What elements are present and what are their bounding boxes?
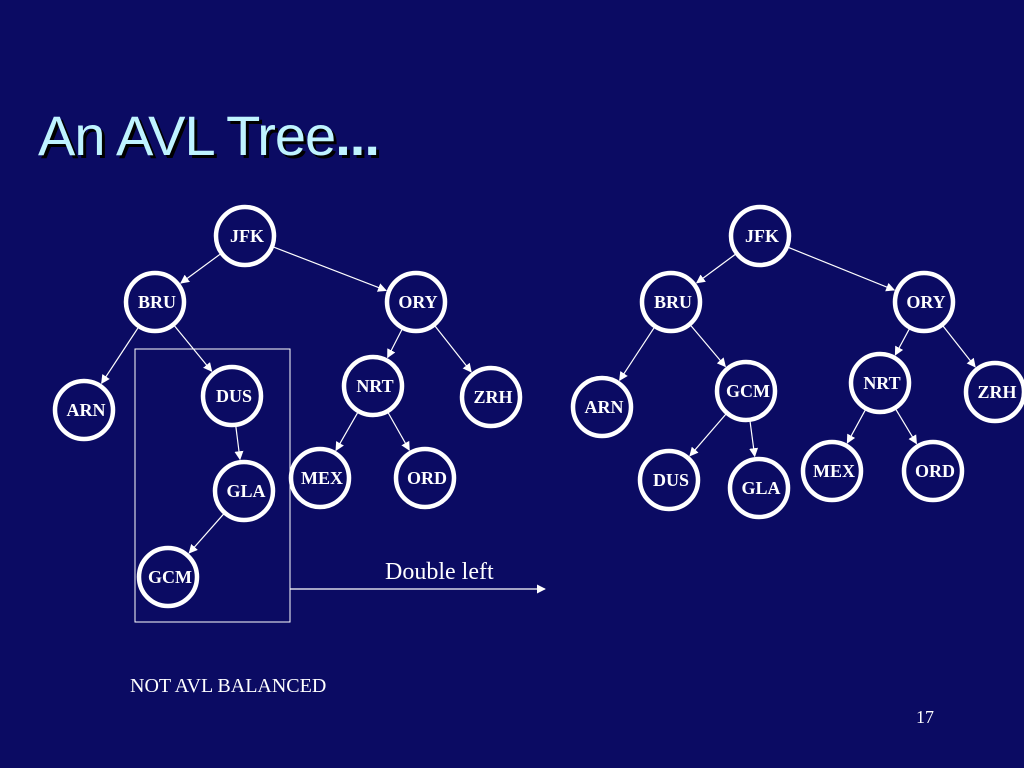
node-label: MEX	[813, 461, 855, 481]
edge-ory-nrt	[387, 329, 403, 359]
edge-gla-gcm	[188, 513, 224, 554]
balance-status-note: NOT AVL BALANCED	[130, 675, 327, 697]
tree-node-jfk: JFK	[213, 204, 277, 268]
node-circle	[714, 359, 778, 423]
node-label: GLA	[226, 481, 265, 501]
node-circle	[892, 270, 956, 334]
tree-node-arn: ARN	[52, 378, 116, 442]
node-label: GLA	[741, 478, 780, 498]
node-circle	[963, 360, 1024, 424]
edge-gcm-gla	[749, 421, 759, 458]
tree-node-ory: ORY	[892, 270, 956, 334]
node-label: ORD	[407, 468, 447, 488]
node-circle	[136, 545, 200, 609]
edge-nrt-mex	[846, 409, 866, 444]
node-circle	[393, 446, 457, 510]
edge-ory-zrh	[942, 325, 976, 368]
tree-node-gla: GLA	[212, 459, 276, 523]
edge-bru-arn	[101, 327, 139, 385]
node-label: JFK	[230, 226, 264, 246]
node-circle	[288, 446, 352, 510]
tree-node-ord: ORD	[393, 446, 457, 510]
node-label: ARN	[67, 400, 106, 420]
node-circle	[341, 354, 405, 418]
node-label: ZRH	[977, 382, 1016, 402]
tree-before-rotation: JFK BRU ORY ARN DUS NRT ZRH GLA MEX ORD GCM	[52, 204, 523, 609]
tree-node-nrt: NRT	[341, 354, 405, 418]
node-label: DUS	[653, 470, 689, 490]
node-label: BRU	[654, 292, 692, 312]
node-circle	[213, 204, 277, 268]
tree-node-mex: MEX	[800, 439, 864, 503]
node-label: JFK	[745, 226, 779, 246]
node-circle	[384, 270, 448, 334]
edge-bru-gcm	[690, 325, 726, 368]
node-circle	[570, 375, 634, 439]
node-circle	[123, 270, 187, 334]
slide-title: An AVL Tree...	[38, 96, 380, 176]
tree-node-bru: BRU	[639, 270, 703, 334]
node-circle	[52, 378, 116, 442]
tree-node-gcm: GCM	[136, 545, 200, 609]
tree-node-gcm: GCM	[714, 359, 778, 423]
edge-jfk-ory	[273, 246, 387, 292]
tree-node-arn: ARN	[570, 375, 634, 439]
edge-nrt-ord	[387, 412, 410, 451]
node-circle	[800, 439, 864, 503]
node-label: DUS	[216, 386, 252, 406]
node-label: NRT	[863, 373, 900, 393]
node-label: ORD	[915, 461, 955, 481]
node-label: ARN	[585, 397, 624, 417]
tree-node-zrh: ZRH	[459, 365, 523, 429]
tree-node-zrh: ZRH	[963, 360, 1024, 424]
edge-jfk-bru	[695, 254, 736, 284]
node-circle	[727, 456, 791, 520]
node-label: ORY	[906, 292, 945, 312]
edge-nrt-ord	[895, 409, 918, 445]
edge-jfk-ory	[788, 247, 896, 292]
tree-node-ord: ORD	[901, 439, 965, 503]
node-label: ORY	[398, 292, 437, 312]
tree-node-gla: GLA	[727, 456, 791, 520]
node-label: BRU	[138, 292, 176, 312]
node-circle	[212, 459, 276, 523]
node-circle	[728, 204, 792, 268]
node-label: ZRH	[473, 387, 512, 407]
rotation-label: Double left	[385, 559, 494, 585]
edge-jfk-bru	[180, 253, 221, 284]
node-circle	[459, 365, 523, 429]
node-label: GCM	[148, 567, 192, 587]
edge-ory-zrh	[434, 325, 472, 373]
edge-bru-dus	[174, 325, 213, 372]
title-ellipsis: ...	[335, 104, 380, 167]
edge-bru-arn	[619, 327, 655, 382]
tree-node-mex: MEX	[288, 446, 352, 510]
title-text: An AVL Tree	[38, 104, 336, 167]
node-circle	[901, 439, 965, 503]
node-circle	[639, 270, 703, 334]
page-number: 17	[916, 707, 934, 727]
tree-node-jfk: JFK	[728, 204, 792, 268]
tree-after-rotation: JFK BRU ORY ARN GCM NRT ZRH DUS GLA MEX ORD	[570, 204, 1024, 520]
node-label: NRT	[356, 376, 393, 396]
node-circle	[200, 364, 264, 428]
edge-nrt-mex	[335, 412, 359, 452]
tree-node-dus: DUS	[637, 448, 701, 512]
tree-node-nrt: NRT	[848, 351, 912, 415]
edge-ory-nrt	[894, 328, 910, 356]
node-label: MEX	[301, 468, 343, 488]
edge-gcm-dus	[689, 414, 727, 457]
tree-node-bru: BRU	[123, 270, 187, 334]
tree-node-ory: ORY	[384, 270, 448, 334]
node-circle	[637, 448, 701, 512]
node-circle	[848, 351, 912, 415]
tree-node-dus: DUS	[200, 364, 264, 428]
edge-dus-gla	[234, 426, 244, 461]
node-label: GCM	[726, 381, 770, 401]
